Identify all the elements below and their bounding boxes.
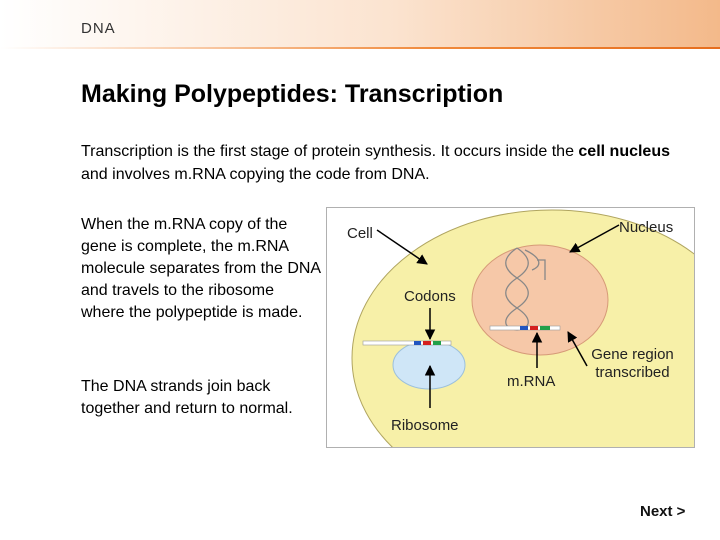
intro-text-1: Transcription is the first stage of prot… bbox=[81, 143, 579, 160]
dna-helix bbox=[505, 247, 546, 331]
label-mrna: m.RNA bbox=[507, 373, 556, 390]
dna-rejoin-paragraph: The DNA strands join back together and r… bbox=[81, 378, 293, 417]
label-cell: Cell bbox=[347, 225, 373, 242]
slide-title: Making Polypeptides: Transcription bbox=[81, 80, 504, 108]
label-codons: Codons bbox=[404, 288, 456, 305]
nucleus-mrna-strip bbox=[489, 325, 561, 331]
intro-text-2: and involves m.RNA copying the code from… bbox=[81, 166, 430, 183]
mrna-separation-paragraph: When the m.RNA copy of the gene is compl… bbox=[81, 216, 321, 321]
label-ribosome: Ribosome bbox=[391, 417, 459, 434]
section-title: DNA bbox=[81, 20, 116, 37]
label-gene-region: Gene region transcribed bbox=[591, 346, 674, 381]
diagram-svg bbox=[351, 209, 694, 447]
intro-bold-cell-nucleus: cell nucleus bbox=[578, 143, 670, 160]
label-nucleus: Nucleus bbox=[619, 219, 674, 236]
intro-paragraph: Transcription is the first stage of prot… bbox=[81, 140, 691, 186]
header-rule bbox=[0, 47, 720, 49]
transcription-diagram: Cell Nucleus Codons m.RNA Gene region tr… bbox=[326, 207, 695, 448]
nucleus-shape bbox=[471, 244, 609, 356]
ribosome-mrna-strip bbox=[362, 340, 452, 346]
next-button[interactable]: Next > bbox=[640, 503, 686, 520]
diagram-arrows bbox=[376, 224, 620, 408]
ribosome-shape bbox=[392, 340, 466, 390]
header-bar bbox=[0, 0, 720, 48]
